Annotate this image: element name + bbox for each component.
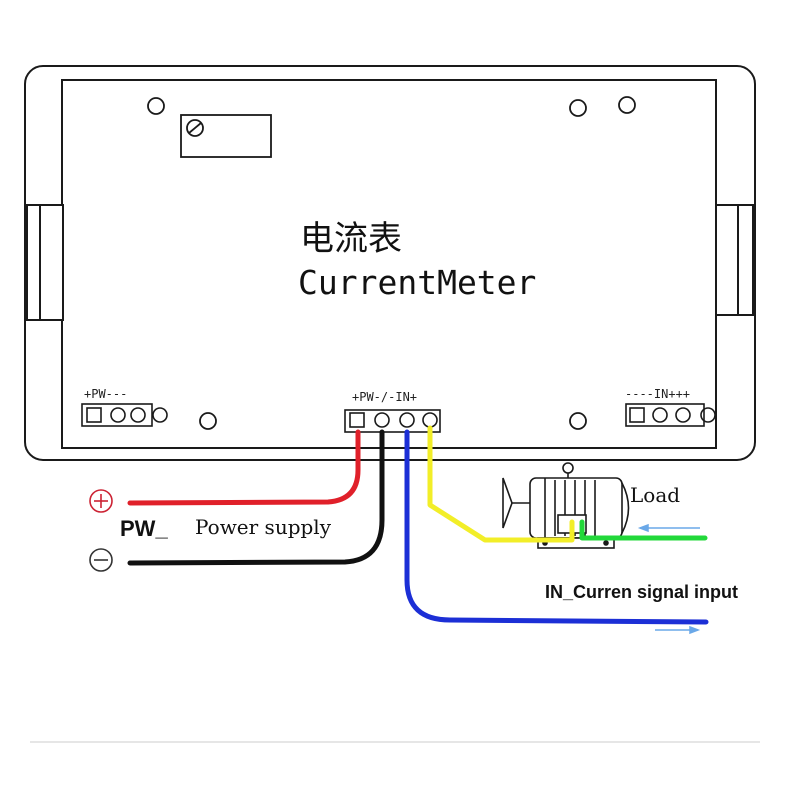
wires [127,425,709,625]
motor-icon [502,462,630,549]
arrows [637,523,701,635]
wire-green-load [579,519,708,541]
trimmer-potentiometer [180,114,272,158]
signal-input-label: IN_Curren signal input [545,582,738,602]
minus-symbol-icon [89,548,113,572]
wire-blue-signal [404,429,709,625]
wire-black-negative [127,429,385,566]
screw-icon [186,119,204,137]
pw-label: PW_ [120,516,168,541]
terminal-block-right [625,403,716,427]
meter-outer-frame [24,65,756,461]
terminal-block-center [344,409,441,433]
meter-title-chinese: 电流表 [300,219,402,259]
load-label: Load [630,483,680,507]
mounting-holes [147,96,636,430]
terminal-label-left: +PW--- [84,387,127,401]
wire-yellow-signal [427,425,575,543]
meter-title-english: CurrentMeter [298,263,536,302]
terminal-label-right: ----IN+++ [625,387,690,401]
meter-housing [24,65,756,461]
left-mount-clip [26,204,64,321]
terminal-block-left [81,403,168,427]
wire-red-positive [127,429,361,506]
power-supply-label: Power supply [195,515,332,539]
plus-symbol-icon [89,489,113,513]
right-mount-clip [715,204,754,316]
terminal-label-center: +PW-/-IN+ [352,390,417,404]
